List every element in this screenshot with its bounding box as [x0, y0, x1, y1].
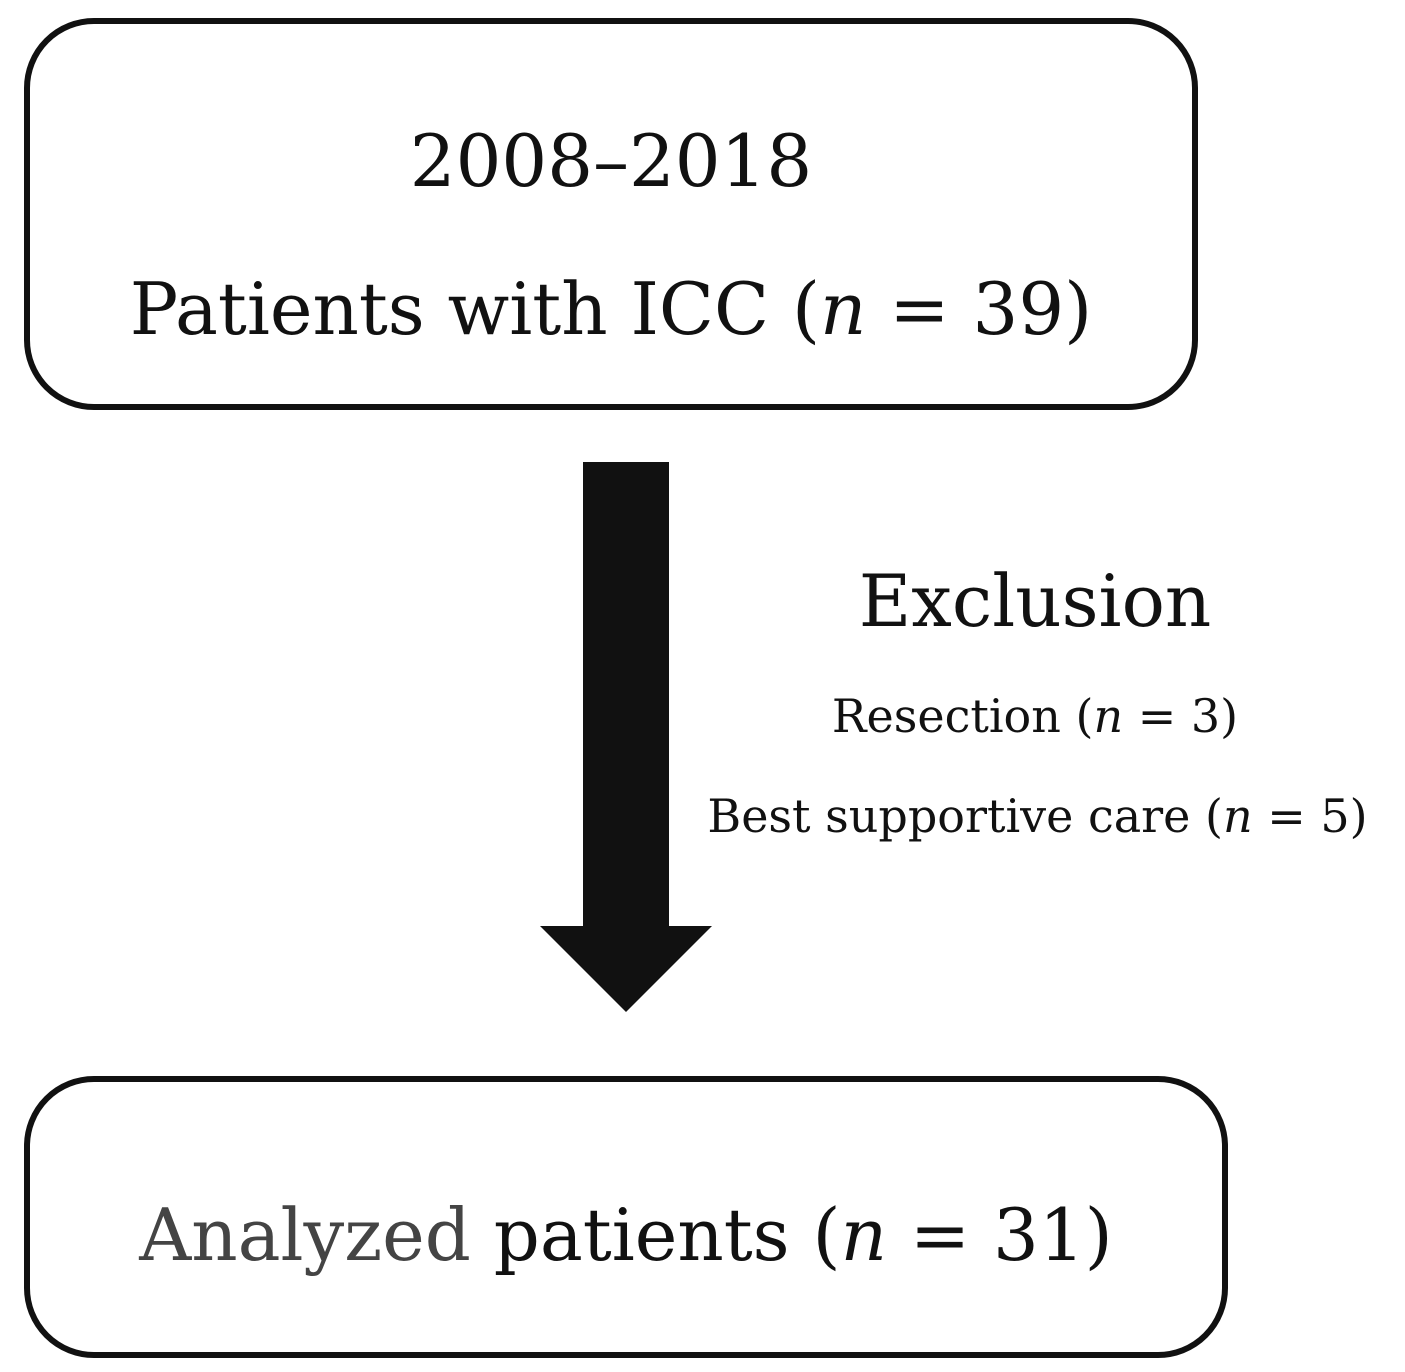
- exclusion-item-n-var: n: [1093, 689, 1124, 743]
- analyzed-n-var: n: [840, 1193, 887, 1277]
- analyzed-word: Analyzed: [139, 1193, 471, 1277]
- analyzed-text: Analyzed patients (n = 31): [30, 1190, 1222, 1280]
- cohort-n-value: = 39): [866, 267, 1093, 351]
- cohort-box: 2008–2018 Patients with ICC (n = 39): [24, 18, 1198, 410]
- exclusion-item-n-value: = 5): [1252, 789, 1368, 843]
- exclusion-item-label: Best supportive care (: [707, 789, 1223, 843]
- arrow-head: [540, 926, 712, 1012]
- exclusion-item-n-value: = 3): [1123, 689, 1239, 743]
- years-text: 2008–2018: [409, 119, 813, 203]
- analyzed-box: Analyzed patients (n = 31): [24, 1076, 1228, 1358]
- arrow-shaft: [583, 462, 669, 928]
- exclusion-item-supportive-care: Best supportive care (n = 5): [680, 786, 1395, 846]
- exclusion-title: Exclusion: [858, 559, 1212, 643]
- exclusion-item-label: Resection (: [831, 689, 1094, 743]
- cohort-n-var: n: [820, 267, 867, 351]
- exclusion-item-n-var: n: [1222, 789, 1253, 843]
- analyzed-label: patients (: [470, 1193, 841, 1277]
- exclusion-item-resection: Resection (n = 3): [780, 686, 1290, 746]
- down-arrow-icon: [540, 462, 712, 1012]
- cohort-text: Patients with ICC (n = 39): [30, 264, 1192, 354]
- cohort-label: Patients with ICC (: [129, 267, 821, 351]
- analyzed-n-value: = 31): [886, 1193, 1113, 1277]
